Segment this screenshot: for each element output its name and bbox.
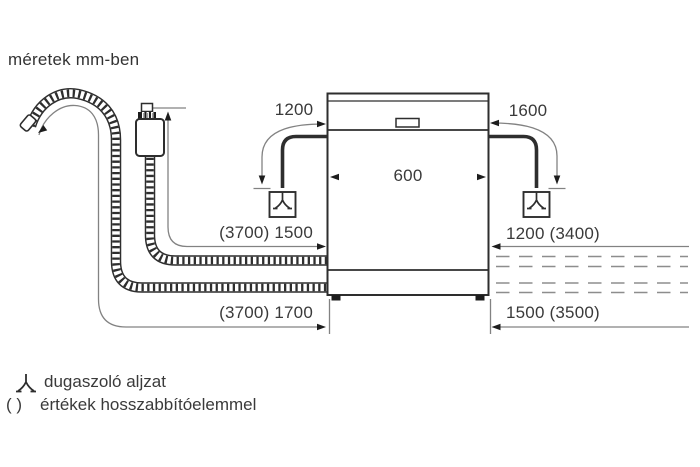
arrowheads [38,111,561,331]
dim-cord-right: 1600 [508,101,548,120]
plug-socket-right-icon [522,191,551,218]
plug-socket-left-icon [268,191,297,218]
supply-hose [144,152,330,266]
legend-parentheses: ( ) értékek hosszabbítóelemmel [6,395,256,415]
dim-drain-hose-right: 1500 (3500) [506,303,600,322]
power-cord-left [280,134,327,188]
foot-left [331,295,341,301]
parentheses-symbol: ( ) [6,395,23,414]
legend-plug-socket: dugaszoló aljzat [15,372,166,393]
dishwasher [326,92,490,301]
aquastop-valve [135,102,165,157]
dimension-lines [38,104,689,334]
dim-cord-left: 1200 [274,100,314,119]
control-panel-handle [395,117,420,128]
dim-supply-hose-right: 1200 (3400) [506,224,600,243]
legend-plug-label: dugaszoló aljzat [44,372,166,391]
dim-appliance-width: 600 [393,166,423,185]
dim-drain-hose-left: (3700) 1700 [219,303,313,322]
drain-hose-cap [19,114,37,132]
foot-right [475,295,485,301]
power-cord-right [488,134,539,188]
legend-parentheses-label: értékek hosszabbítóelemmel [40,395,257,414]
hose-extension-dashes [496,255,688,294]
drain-hose [19,88,330,293]
dim-supply-hose-left: (3700) 1500 [219,223,313,242]
page-title: méretek mm-ben [8,50,140,69]
